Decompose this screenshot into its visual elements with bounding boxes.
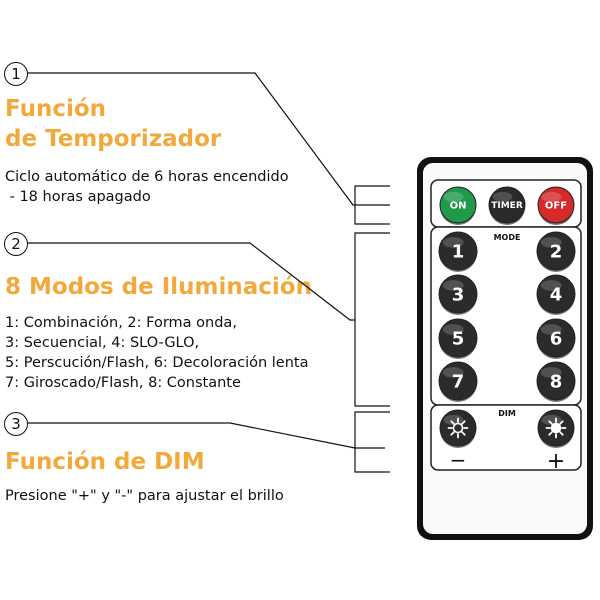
mode-button-2-label: 2 — [550, 241, 563, 262]
section-3-number: 3 — [4, 412, 28, 436]
bracket-dim — [354, 411, 390, 473]
minus-label: − — [450, 448, 467, 472]
on-button[interactable]: ON — [439, 186, 477, 225]
callout-line-1 — [27, 72, 390, 206]
timer-button-label: TIMER — [491, 201, 523, 211]
dim-high-sun-icon — [545, 417, 567, 439]
mode-button-7[interactable]: 7 — [438, 361, 478, 402]
mode-list-line: 7: Giroscado/Flash, 8: Constante — [5, 375, 241, 391]
mode-list-line: 1: Combinación, 2: Forma onda, — [5, 315, 237, 331]
dim-label: DIM — [498, 409, 516, 418]
callout-lines — [27, 72, 390, 473]
mode-button-6-label: 6 — [550, 328, 563, 349]
mode-button-7-label: 7 — [452, 371, 465, 392]
mode-button-6[interactable]: 6 — [536, 318, 576, 359]
dim-description: Presione "+" y "-" para ajustar el brill… — [5, 488, 284, 504]
mode-list-line: 5: Perscución/Flash, 6: Decoloración len… — [5, 355, 309, 371]
dim-low-sun-icon — [447, 417, 469, 439]
mode-button-3-label: 3 — [452, 284, 465, 305]
mode-list-line: 3: Secuencial, 4: SLO-GLO, — [5, 335, 200, 351]
off-button[interactable]: OFF — [537, 186, 575, 225]
timer-function-title-line1: Función — [5, 96, 107, 122]
mode-button-4[interactable]: 4 — [536, 274, 576, 315]
mode-button-5-label: 5 — [452, 328, 465, 349]
dim-function-title: Función de DIM — [5, 449, 205, 475]
mode-button-5[interactable]: 5 — [438, 318, 478, 359]
section-1-number: 1 — [4, 62, 28, 86]
callout-line-2 — [27, 242, 355, 321]
mode-button-2[interactable]: 2 — [536, 231, 576, 272]
plus-label: + — [547, 449, 565, 474]
off-button-label: OFF — [545, 201, 567, 212]
mode-button-1-label: 1 — [452, 241, 465, 262]
mode-button-3[interactable]: 3 — [438, 274, 478, 315]
callout-line-3 — [27, 422, 385, 449]
timer-button[interactable]: TIMER — [488, 186, 526, 225]
lighting-modes-title: 8 Modos de Iluminación — [5, 274, 312, 300]
mode-button-1[interactable]: 1 — [438, 231, 478, 272]
mode-button-4-label: 4 — [550, 284, 563, 305]
section-2-number: 2 — [4, 232, 28, 256]
timer-function-title-line2: de Temporizador — [5, 126, 222, 152]
bracket-modes — [354, 232, 390, 407]
mode-button-8[interactable]: 8 — [536, 361, 576, 402]
on-button-label: ON — [450, 201, 467, 212]
mode-label: MODE — [494, 233, 521, 242]
mode-button-8-label: 8 — [550, 371, 563, 392]
timer-description-line1: Ciclo automático de 6 horas encendido — [5, 169, 289, 185]
bracket-timer — [354, 185, 390, 225]
dim-down-button[interactable] — [439, 409, 477, 448]
timer-description-line2: - 18 horas apagado — [5, 189, 151, 205]
